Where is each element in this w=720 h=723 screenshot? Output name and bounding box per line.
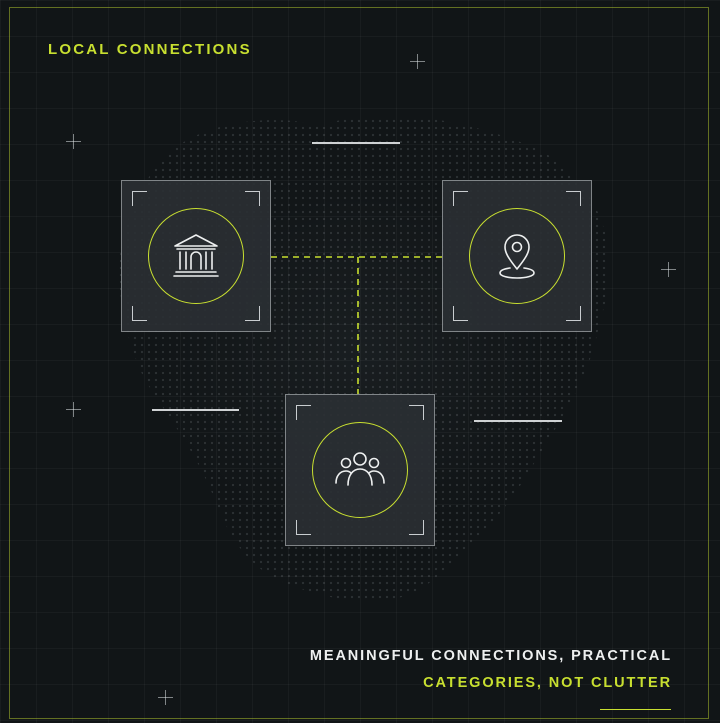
accent-underline — [600, 709, 671, 710]
corner-bracket — [296, 405, 311, 420]
corner-bracket — [132, 191, 147, 206]
plus-marker-icon — [661, 262, 676, 277]
plus-marker-icon — [158, 690, 173, 705]
plus-marker-icon — [410, 54, 425, 69]
accent-ring — [148, 208, 244, 304]
corner-bracket — [566, 191, 581, 206]
decorative-line — [312, 142, 400, 144]
card-bank[interactable] — [121, 180, 271, 332]
bank-building-icon — [167, 227, 225, 285]
corner-bracket — [245, 306, 260, 321]
outer-frame — [9, 7, 709, 719]
corner-bracket — [245, 191, 260, 206]
plus-marker-icon — [66, 134, 81, 149]
accent-ring — [312, 422, 408, 518]
decorative-line — [152, 409, 239, 411]
decorative-line — [474, 420, 562, 422]
corner-bracket — [453, 306, 468, 321]
caption-line-2: CATEGORIES, NOT CLUTTER — [423, 675, 672, 691]
accent-ring — [469, 208, 565, 304]
corner-bracket — [132, 306, 147, 321]
card-location[interactable] — [442, 180, 592, 332]
people-group-icon — [331, 441, 389, 499]
corner-bracket — [296, 520, 311, 535]
card-community[interactable] — [285, 394, 435, 546]
corner-bracket — [453, 191, 468, 206]
page-title: LOCAL CONNECTIONS — [48, 41, 252, 58]
plus-marker-icon — [66, 402, 81, 417]
corner-bracket — [566, 306, 581, 321]
location-pin-icon — [488, 227, 546, 285]
corner-bracket — [409, 405, 424, 420]
caption-line-1: MEANINGFUL CONNECTIONS, PRACTICAL — [309, 648, 672, 664]
corner-bracket — [409, 520, 424, 535]
